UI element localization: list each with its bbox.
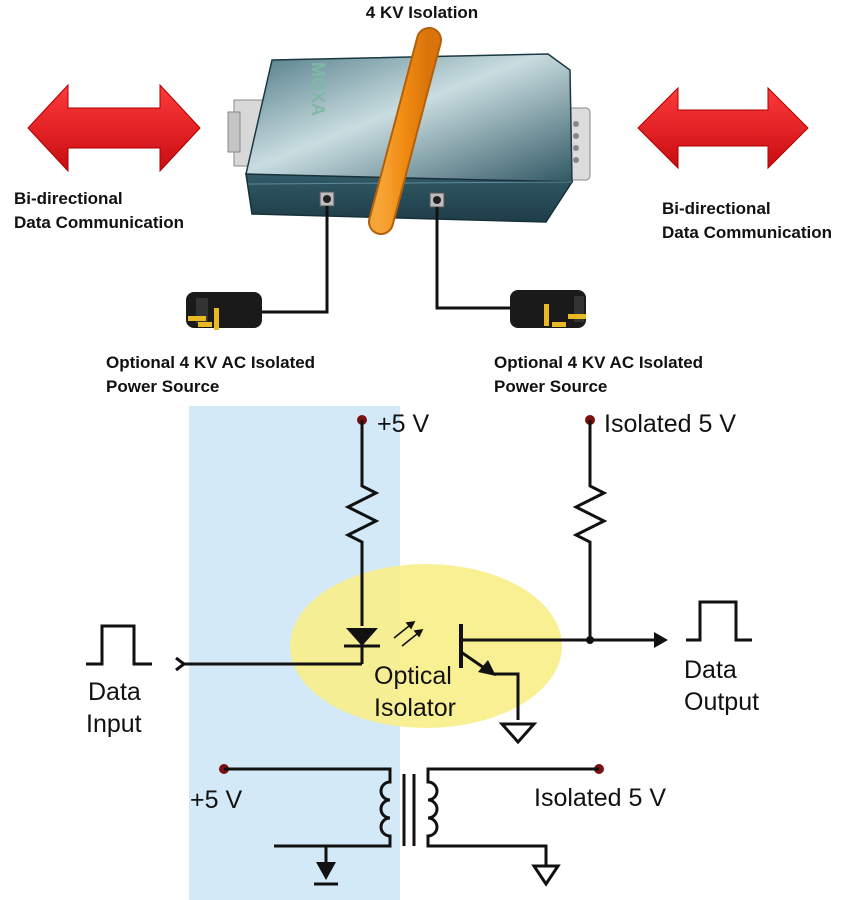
right-arrow-label-line2: Data Communication [662, 223, 832, 242]
isolation-title: 4 KV Isolation [366, 3, 478, 22]
power-right-label-line1: Optional 4 KV AC Isolated [494, 353, 703, 372]
left-arrow-label-line1: Bi-directional [14, 189, 123, 208]
input-label-line2: Input [86, 710, 142, 738]
vcc-top-label: +5 V [377, 410, 429, 438]
output-label-line1: Data [684, 656, 737, 684]
output-pulse-icon [686, 600, 752, 642]
phototransistor-icon [459, 624, 662, 745]
output-supply-branch [572, 415, 608, 644]
isolator-label-line1: Optical [374, 662, 452, 690]
right-arrow-label-line1: Bi-directional [662, 199, 771, 218]
led-diode-icon [344, 628, 380, 664]
output-label-line2: Output [684, 688, 759, 716]
light-emission-arrows-icon [393, 620, 424, 647]
transformer-secondary [426, 764, 604, 887]
vcc-bottom-label: +5 V [190, 786, 242, 814]
moxa-logo: MOXA [308, 62, 328, 116]
power-cable-left [260, 206, 329, 314]
right-power-plug-icon [510, 290, 586, 328]
output-arrowhead [654, 632, 668, 648]
data-input-line [175, 656, 362, 672]
left-arrow-label-line2: Data Communication [14, 213, 184, 232]
right-double-arrow-icon [637, 86, 809, 170]
input-pulse-icon [86, 624, 152, 666]
isolator-label-line2: Isolator [374, 694, 456, 722]
power-cable-right [435, 207, 512, 310]
iso-bottom-label: Isolated 5 V [534, 784, 666, 812]
left-power-plug-icon [186, 292, 262, 330]
transformer-primary [219, 764, 392, 886]
power-left-label-line2: Power Source [106, 377, 219, 396]
optical-isolator-highlight [290, 564, 562, 728]
isolation-bar [368, 27, 442, 235]
left-double-arrow-icon [27, 83, 201, 173]
power-left-label-line1: Optional 4 KV AC Isolated [106, 353, 315, 372]
iso-top-label: Isolated 5 V [604, 410, 736, 438]
power-right-label-line2: Power Source [494, 377, 607, 396]
input-supply-branch [344, 415, 380, 626]
transformer-core [402, 774, 416, 846]
input-label-line1: Data [88, 678, 141, 706]
